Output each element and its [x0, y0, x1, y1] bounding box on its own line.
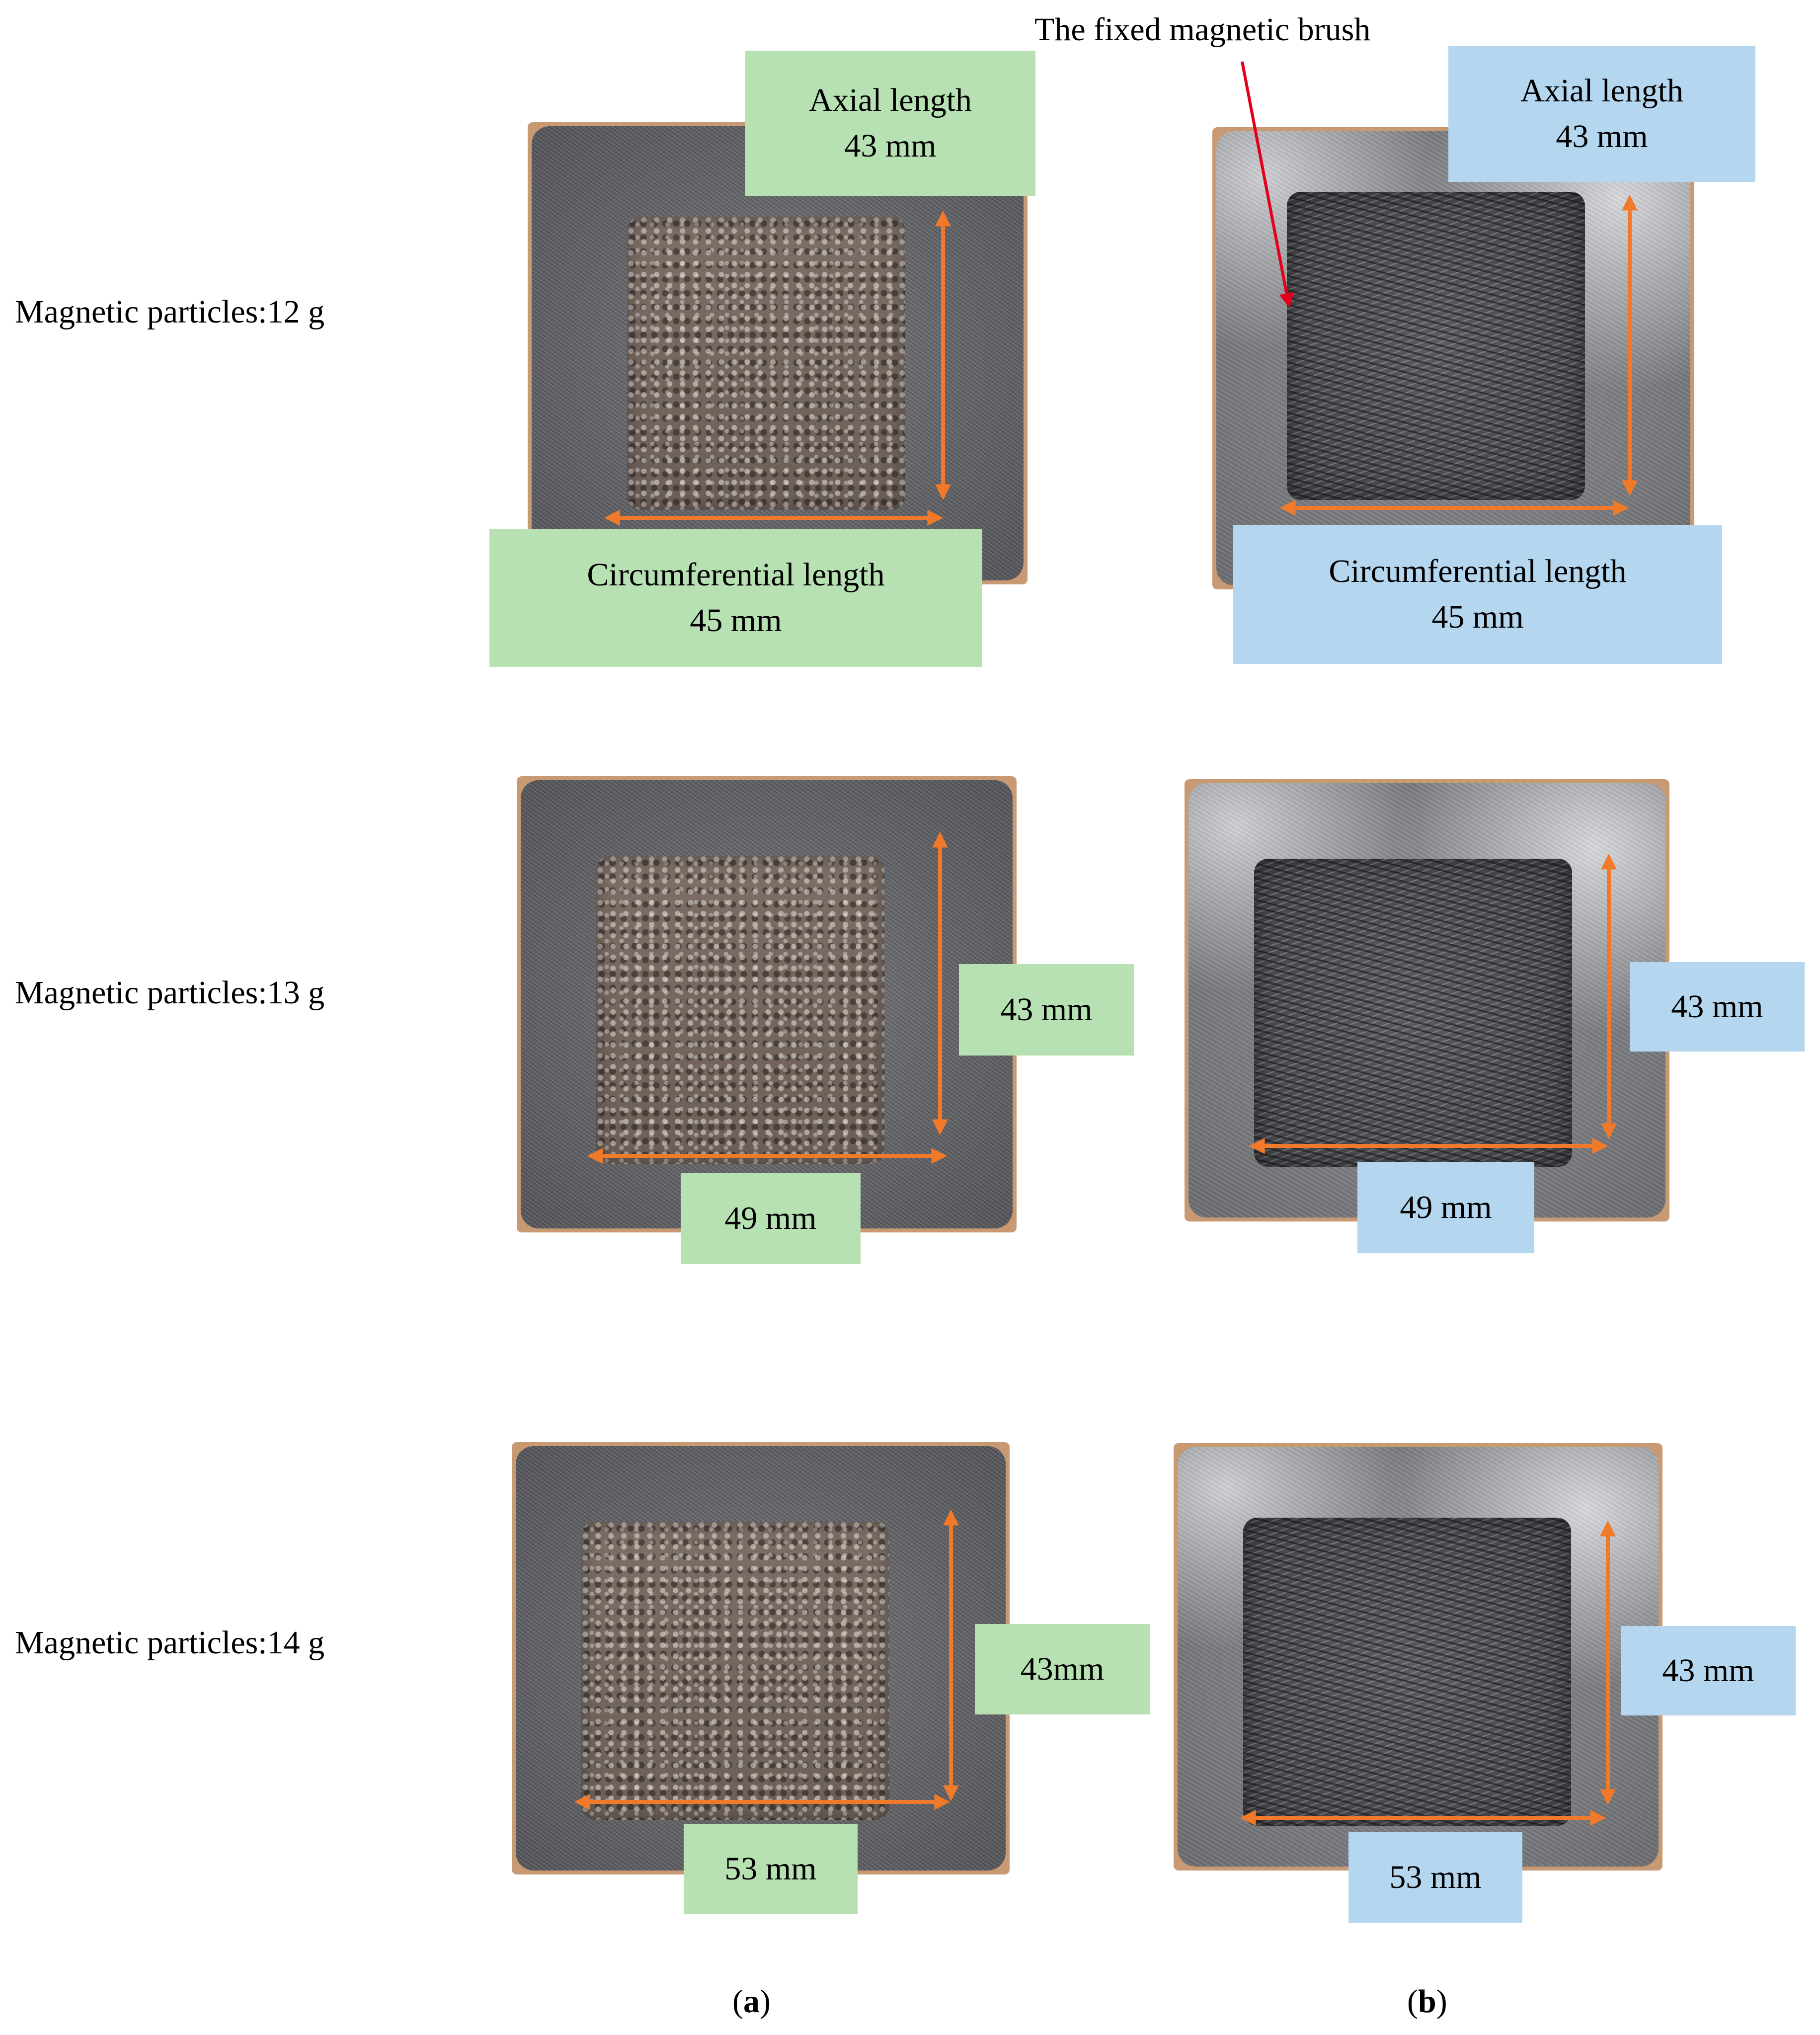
axial-length-label-b-13g: 43 mm	[1630, 962, 1805, 1052]
axial-length-label-a-12g: Axial length 43 mm	[745, 51, 1035, 196]
circumferential-length-label-b-12g: Circumferential length 45 mm	[1233, 525, 1722, 664]
caption-b: (b)	[1407, 1983, 1447, 2020]
row-label-12g: Magnetic particles:12 g	[15, 294, 325, 330]
axial-length-label-b-12g: Axial length 43 mm	[1448, 46, 1755, 182]
photo-b-14g	[1174, 1443, 1662, 1871]
fixed-brush-annotation: The fixed magnetic brush	[1034, 11, 1371, 48]
circumferential-length-label-a-12g: Circumferential length 45 mm	[489, 529, 982, 667]
fixed-brush-annotation-arrow	[1241, 61, 1294, 308]
axial-length-label-a-14g: 43mm	[975, 1624, 1150, 1714]
axial-length-label-b-14g: 43 mm	[1621, 1626, 1796, 1715]
caption-a: (a)	[732, 1983, 771, 2020]
photo-a-12g	[528, 122, 1028, 584]
row-label-14g: Magnetic particles:14 g	[15, 1625, 325, 1661]
circumferential-length-label-a-13g: 49 mm	[681, 1173, 861, 1264]
axial-length-label-a-13g: 43 mm	[959, 964, 1134, 1056]
row-label-13g: Magnetic particles:13 g	[15, 975, 325, 1011]
circumferential-length-label-a-14g: 53 mm	[684, 1824, 858, 1914]
circumferential-length-label-b-13g: 49 mm	[1357, 1162, 1534, 1253]
circumferential-length-label-b-14g: 53 mm	[1348, 1832, 1522, 1923]
